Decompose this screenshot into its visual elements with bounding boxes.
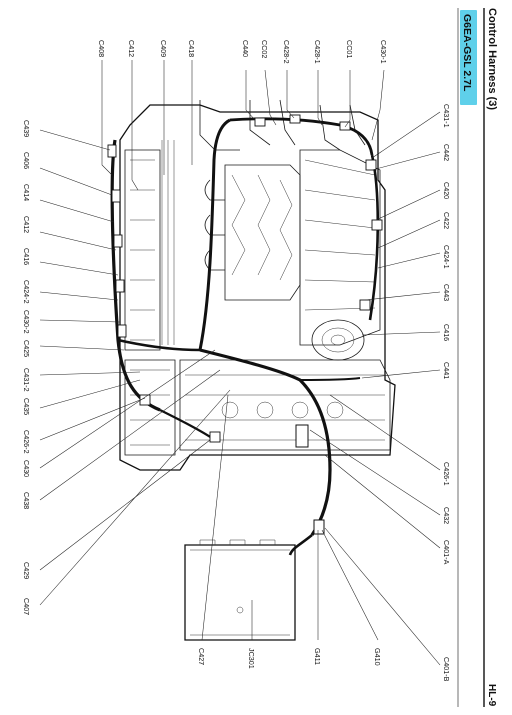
leader-lines (39, 60, 441, 666)
connector-label-left_col-1: C406 (22, 152, 31, 169)
connector-label-top_row-9: C430-1 (379, 40, 388, 64)
connector-label-left_col-2: C414 (22, 184, 31, 201)
connector-label-left_col-3: C412 (22, 216, 31, 233)
connector-label-right_col-3: C422 (442, 212, 451, 229)
connector-label-left_col-11: C430 (22, 460, 31, 477)
connector-label-right_col-11: C401-B (442, 657, 451, 682)
connector-label-top_row-7: C428-1 (313, 40, 322, 64)
connector-label-right_col-6: C416 (442, 324, 451, 341)
connector-label-left_col-6: C430-2 (22, 310, 31, 334)
engine-drawing (119, 99, 396, 641)
connector-label-top_row-5: CC02 (260, 40, 269, 58)
connector-label-top_row-0: C408 (97, 40, 106, 57)
connector-label-top_row-2: C409 (159, 40, 168, 57)
connector-label-right_col-8: C426-1 (442, 462, 451, 486)
connector-label-left_col-5: C424-2 (22, 280, 31, 304)
page-title: Control Harness (3) (486, 8, 498, 110)
connector-label-bottom_row-1: JC301 (247, 648, 256, 669)
connector-label-top_row-8: CC01 (345, 40, 354, 58)
connector-label-left_col-14: C407 (22, 598, 31, 615)
connector-label-right_col-5: C443 (442, 284, 451, 301)
connector-label-left_col-8: C431-2 (22, 368, 31, 392)
connector-label-right_col-10: C401-A (442, 540, 451, 565)
connector-label-left_col-9: C435 (22, 398, 31, 415)
model-badge-label: G6EA-GSL 2.7L (461, 14, 473, 92)
connector-label-left_col-0: C439 (22, 120, 31, 137)
connector-label-bottom_row-0: C427 (197, 648, 206, 665)
connector-label-left_col-10: C426-2 (22, 430, 31, 454)
connector-label-top_row-4: C440 (241, 40, 250, 57)
connector-label-right_col-0: C431-1 (442, 104, 451, 128)
page-number: HL-9 (486, 684, 497, 707)
connector-label-right_col-9: C432 (442, 507, 451, 524)
connector-label-right_col-1: C442 (442, 144, 451, 161)
connector-label-top_row-6: C428-2 (282, 40, 291, 64)
connector-label-left_col-13: C429 (22, 562, 31, 579)
model-badge: G6EA-GSL 2.7L (460, 10, 477, 105)
connector-label-top_row-1: C412 (127, 40, 136, 57)
wire-harness (107, 114, 383, 556)
connector-label-top_row-3: C418 (187, 40, 196, 57)
connector-label-left_col-12: C438 (22, 492, 31, 509)
connector-label-left_col-4: C416 (22, 248, 31, 265)
connector-label-bottom_row-3: G410 (373, 648, 382, 666)
connector-label-right_col-7: C441 (442, 362, 451, 379)
connector-label-right_col-4: C424-1 (442, 245, 451, 269)
connector-label-left_col-7: C425 (22, 340, 31, 357)
connector-label-bottom_row-2: G411 (313, 648, 322, 665)
connector-label-right_col-2: C420 (442, 182, 451, 199)
